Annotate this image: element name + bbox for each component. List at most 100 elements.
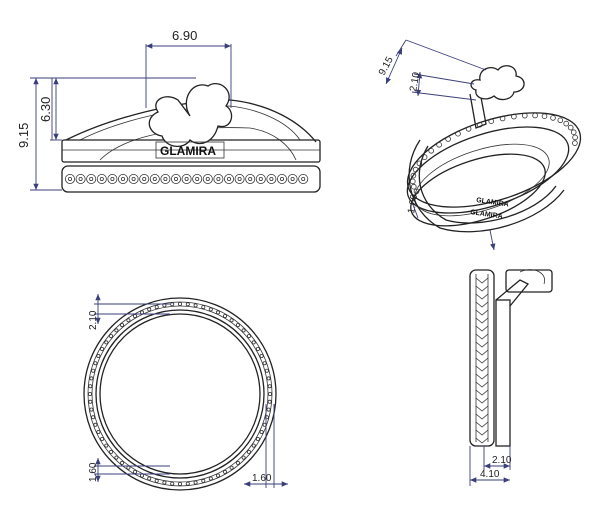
stone — [109, 334, 114, 339]
stone — [162, 480, 167, 485]
stone — [287, 173, 298, 184]
stone — [139, 473, 144, 478]
stone — [475, 325, 489, 332]
stone — [96, 353, 101, 358]
stone — [409, 178, 416, 185]
stone — [557, 117, 564, 124]
stone — [109, 449, 114, 454]
stone — [499, 115, 506, 122]
stone-center — [110, 176, 115, 181]
stone — [259, 353, 264, 358]
stone-row — [65, 173, 309, 184]
stone-center — [237, 176, 242, 181]
stone-center — [163, 176, 168, 181]
stone-center — [258, 176, 263, 181]
stone — [532, 112, 538, 119]
side-total-width-dimension: 4.10 — [480, 469, 500, 480]
perspective-band-dimension: 2.10 — [408, 71, 422, 93]
stone — [107, 173, 118, 184]
stone — [89, 376, 94, 381]
stone — [201, 478, 206, 483]
stone — [475, 413, 489, 420]
stone — [488, 118, 495, 124]
stone-center — [68, 176, 73, 181]
total-height-dimension: 9.15 — [16, 123, 31, 148]
stone — [246, 334, 251, 339]
stone — [550, 115, 556, 121]
stone — [114, 328, 119, 333]
stone-center — [301, 176, 306, 181]
stone-center — [78, 176, 83, 181]
stone-center — [184, 176, 189, 181]
stone — [475, 373, 489, 380]
stone — [410, 172, 417, 179]
stone — [89, 407, 94, 412]
stone — [255, 436, 260, 441]
stone — [114, 455, 119, 460]
stone — [410, 183, 417, 190]
stone — [177, 301, 182, 306]
stone — [139, 310, 144, 315]
stone — [93, 422, 98, 427]
stone-center — [89, 176, 94, 181]
stone — [267, 391, 272, 396]
stone — [276, 173, 287, 184]
side-stone-row — [475, 277, 489, 444]
stone — [96, 429, 101, 434]
stone — [251, 443, 256, 448]
stone — [428, 148, 435, 154]
stone — [255, 346, 260, 351]
stone-center — [226, 176, 231, 181]
stone — [213, 173, 224, 184]
stone — [154, 478, 159, 483]
stone — [475, 341, 489, 348]
stone-center — [173, 176, 178, 181]
stone — [541, 113, 548, 119]
stone-center — [121, 176, 126, 181]
stone — [264, 368, 269, 373]
stone — [563, 120, 569, 127]
stone — [120, 460, 125, 465]
stone — [266, 173, 277, 184]
stone-center — [279, 176, 284, 181]
stone — [170, 302, 175, 307]
stone — [266, 407, 271, 412]
perspective-total-height-dimension: 9.15 — [377, 55, 396, 78]
stone — [475, 429, 489, 436]
stone — [202, 173, 213, 184]
stone-center — [152, 176, 157, 181]
crown-height-dimension: 6.30 — [38, 97, 53, 122]
stone — [475, 437, 489, 444]
stone — [86, 173, 97, 184]
stone — [251, 340, 256, 345]
stone-center — [248, 176, 253, 181]
stone — [177, 481, 182, 486]
stone — [572, 134, 578, 141]
stone — [267, 384, 272, 389]
perspective-brand-label-2: GLAMIRA — [470, 209, 503, 220]
stone — [475, 381, 489, 388]
stone — [139, 173, 150, 184]
stone — [193, 303, 198, 308]
top-stone-ring — [88, 301, 272, 486]
stone — [229, 465, 234, 470]
stone — [93, 361, 98, 366]
stone — [475, 309, 489, 316]
stone — [91, 415, 96, 420]
stone — [149, 173, 160, 184]
stone — [511, 113, 517, 120]
stone — [208, 307, 213, 312]
stone — [193, 480, 198, 485]
top-inner-dimension: 1.60 — [88, 462, 99, 482]
stone — [413, 188, 420, 195]
side-band-dimension: 2.10 — [492, 455, 512, 466]
stone — [222, 314, 227, 319]
stone — [475, 365, 489, 372]
stone — [475, 397, 489, 404]
stone — [475, 421, 489, 428]
stone — [475, 277, 489, 284]
stone — [245, 173, 256, 184]
stone — [246, 449, 251, 454]
stone-center — [269, 176, 274, 181]
stone — [465, 126, 472, 132]
